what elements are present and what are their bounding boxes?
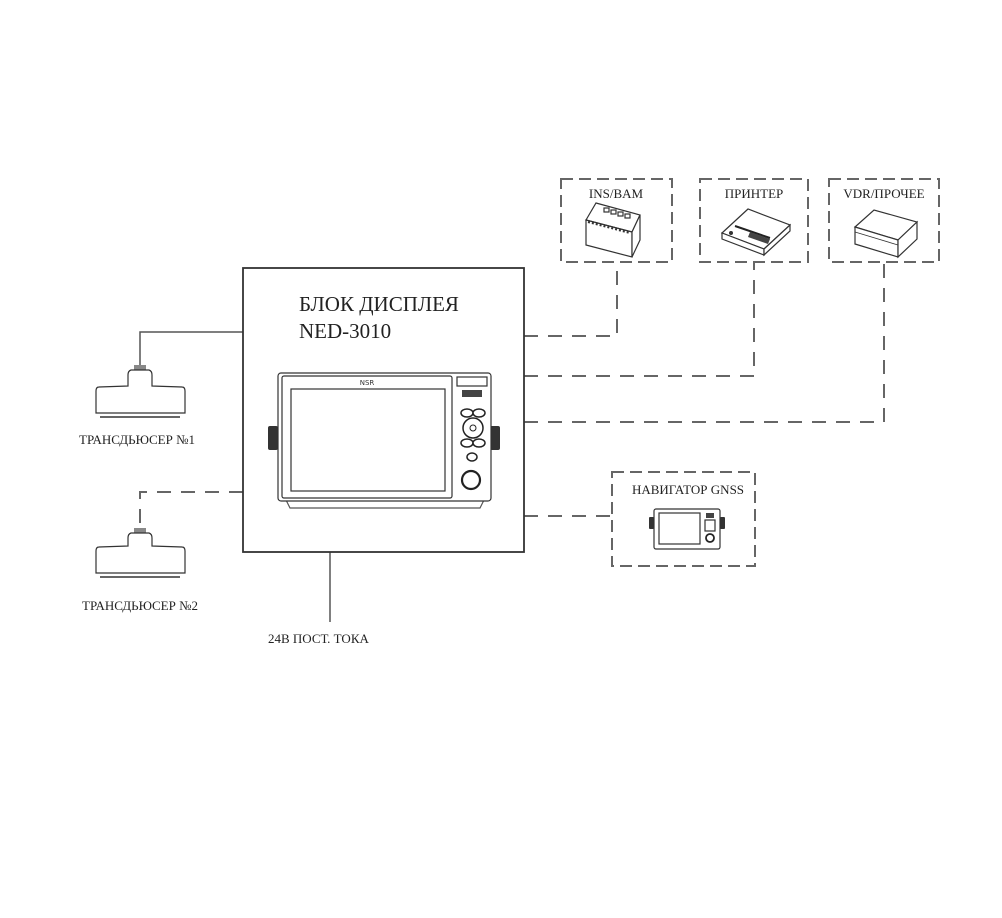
console-icon (585, 202, 641, 258)
transducer-2-cable (139, 491, 243, 528)
transducer-2: ТРАНСДЬЮСЕР №2 (82, 528, 198, 613)
display-device-icon: NSR (268, 372, 500, 509)
peripheral-printer: ПРИНТЕР (699, 178, 809, 263)
navigator-display-icon (649, 508, 725, 550)
left-knob (268, 426, 278, 450)
transducer-1-label: ТРАНСДЬЮСЕР №1 (79, 432, 195, 447)
ins-bam-cable (524, 262, 618, 337)
box-icon (853, 209, 919, 259)
transducer-1: ТРАНСДЬЮСЕР №1 (79, 365, 195, 447)
peripheral-ins-bam: INS/BAM (560, 178, 673, 263)
brand-logo: NSR (360, 379, 375, 387)
transducer-icon (95, 365, 186, 418)
peripheral-gnss: НАВИГАТОР GNSS (611, 471, 756, 567)
peripheral-label: INS/BAM (589, 186, 644, 201)
display-unit-model: NED-3010 (299, 319, 391, 343)
peripheral-label: VDR/ПРОЧЕЕ (843, 186, 924, 201)
display-unit-title: БЛОК ДИСПЛЕЯ (299, 292, 459, 316)
printer-icon (720, 208, 792, 257)
connection-lines (139, 262, 885, 622)
transducer-1-cable (139, 331, 243, 365)
vdr-cable (524, 262, 885, 423)
peripheral-label: НАВИГАТОР GNSS (632, 482, 744, 497)
power-label: 24В ПОСТ. ТОКА (268, 631, 369, 646)
peripheral-label: ПРИНТЕР (725, 186, 784, 201)
peripheral-vdr: VDR/ПРОЧЕЕ (828, 178, 940, 263)
display-unit-block: БЛОК ДИСПЛЕЯ NED-3010 NSR (242, 267, 525, 553)
transducer-icon (95, 528, 186, 578)
printer-cable (524, 262, 755, 377)
right-knob (490, 426, 500, 450)
transducer-2-label: ТРАНСДЬЮСЕР №2 (82, 598, 198, 613)
